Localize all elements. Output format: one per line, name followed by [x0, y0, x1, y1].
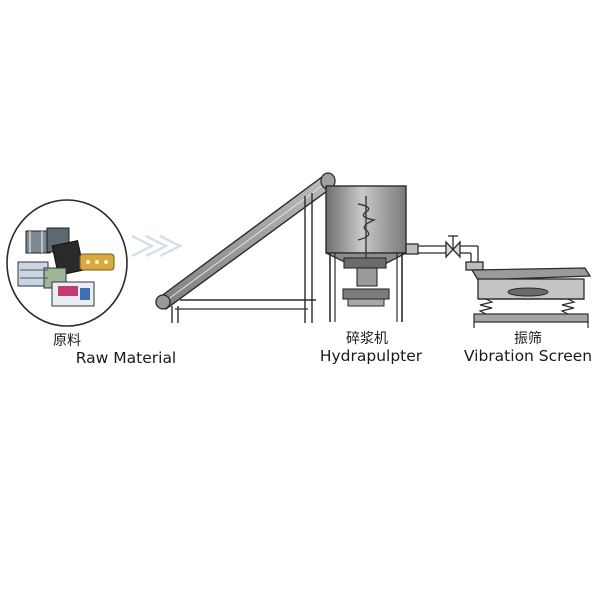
- valve-icon: [445, 235, 461, 259]
- vibration-screen-machine: [470, 267, 592, 328]
- vibration-screen-label-zh: 振筛: [514, 331, 542, 347]
- paper-bales-icon: [17, 227, 115, 307]
- flow-arrow-icon: [131, 234, 183, 258]
- raw-material-label-zh: 原料: [53, 333, 81, 349]
- hydrapulper-machine: [325, 185, 407, 322]
- discharge-pipe: [405, 235, 484, 271]
- spring-icon: [478, 298, 576, 315]
- raw-material-illustration: [6, 199, 128, 327]
- hydrapulper-label-en: Hydrapulpter: [319, 347, 423, 365]
- belt-conveyor: [155, 172, 336, 323]
- vibration-screen-label-en: Vibration Screen: [463, 347, 593, 365]
- raw-material-label-en: Raw Material: [75, 349, 177, 367]
- hydrapulper-label-zh: 碎浆机: [346, 331, 388, 347]
